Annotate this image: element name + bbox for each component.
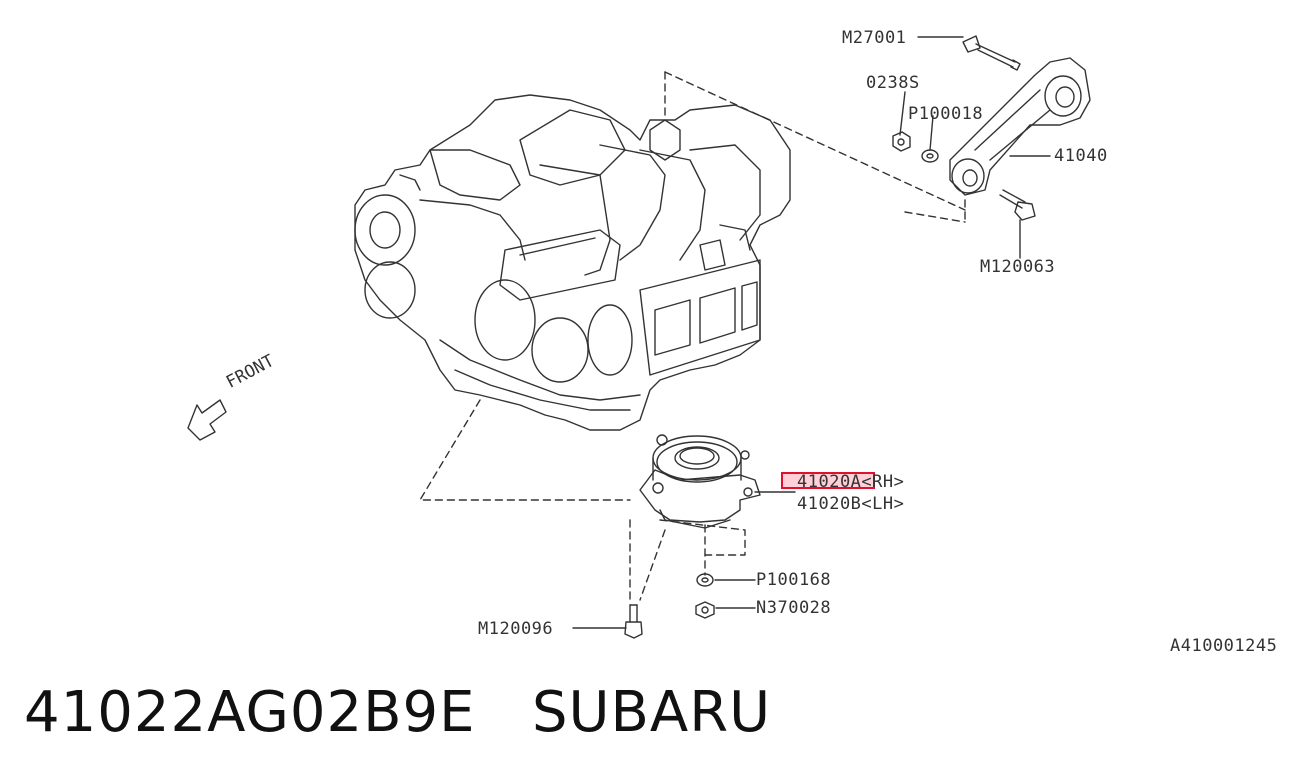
label-41020a[interactable]: 41020A<RH>: [797, 472, 905, 492]
label-m120063: M120063: [980, 257, 1056, 277]
label-leaders: [572, 36, 1051, 629]
label-n370028: N370028: [756, 598, 832, 618]
label-0238s: 0238S: [866, 73, 920, 93]
highlight-box: [781, 472, 875, 489]
torque-rod-drawing: [892, 35, 1091, 221]
label-p100168: P100168: [756, 570, 832, 590]
label-p100018: P100018: [908, 104, 984, 124]
engine-mount-drawing: [639, 434, 761, 529]
label-41020b[interactable]: 41020B<LH>: [797, 494, 905, 514]
engine-drawing: [354, 94, 791, 431]
label-m27001: M27001: [842, 28, 907, 48]
front-arrow-icon: [187, 399, 227, 441]
fasteners-drawing: [624, 573, 715, 639]
label-41040: 41040: [1054, 146, 1108, 166]
label-reference-code: A410001245: [1170, 636, 1278, 656]
brand-name: SUBARU: [531, 680, 772, 745]
label-m120096: M120096: [478, 619, 554, 639]
part-number: 41022AG02B9E: [24, 680, 476, 745]
dashed-leaders: [419, 71, 966, 601]
footer-title: 41022AG02B9E SUBARU: [24, 680, 771, 745]
